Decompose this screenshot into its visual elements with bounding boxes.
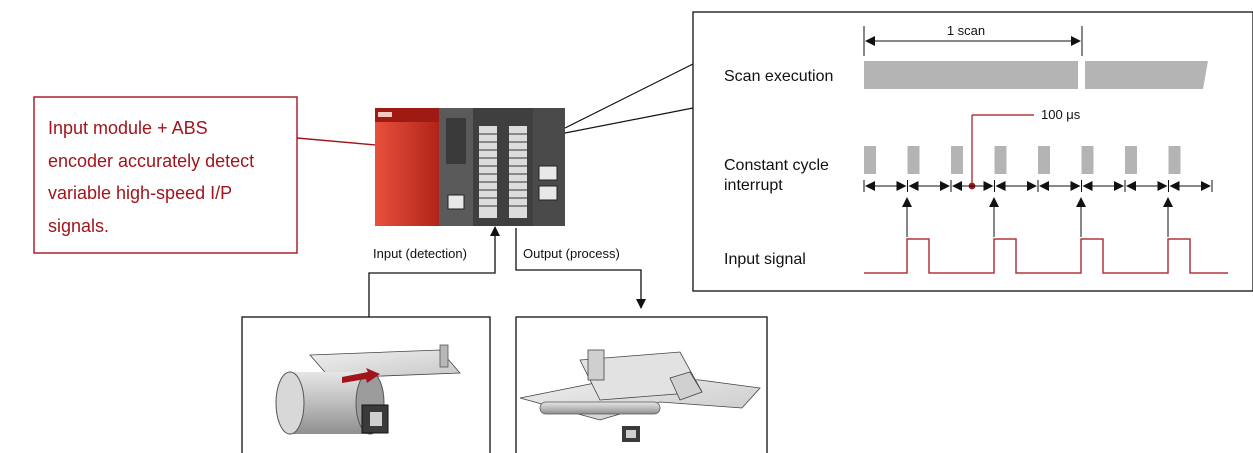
timing-diagram: 1 scan Scan execution 100 μs Constant cy…	[692, 11, 1253, 292]
interrupt-ticks	[863, 180, 1213, 192]
output-process-label: Output (process)	[523, 246, 620, 261]
scan-dimension	[863, 26, 1083, 56]
timing-panel	[692, 11, 1253, 292]
callout-line-1: Input module + ABS	[48, 118, 208, 138]
interrupt-pulses	[864, 146, 1181, 174]
detection-arrows	[902, 197, 1173, 237]
interrupt-pulse	[864, 146, 876, 174]
interrupt-pulse	[1168, 146, 1181, 174]
interrupt-pulse	[1081, 146, 1094, 174]
scan-label: 1 scan	[947, 23, 985, 38]
interrupt-pulse	[994, 146, 1007, 174]
roll-feeder-icon	[241, 316, 491, 453]
interrupt-pulse	[1125, 146, 1137, 174]
callout: Input module + ABS encoder accurately de…	[33, 96, 445, 254]
callout-line-3: variable high-speed I/P	[48, 183, 232, 203]
plc-module-icon	[375, 108, 565, 226]
interrupt-pulse	[907, 146, 920, 174]
input-detection-label: Input (detection)	[373, 246, 467, 261]
input-signal-label: Input signal	[724, 251, 806, 268]
scan-bar-2	[1085, 61, 1208, 89]
input-signal-line	[864, 238, 1228, 274]
callout-line-4: signals.	[48, 216, 109, 236]
callout-line-2: encoder accurately detect	[48, 151, 254, 171]
interrupt-pulse	[1038, 146, 1050, 174]
scan-bar-1	[864, 61, 1078, 89]
interrupt-label-2: interrupt	[724, 177, 783, 194]
output-path	[515, 228, 646, 309]
input-path	[368, 226, 500, 317]
callout-box	[33, 96, 298, 254]
zoom-lines	[564, 63, 694, 134]
interrupt-pulse	[951, 146, 963, 174]
input-signal-waveform	[864, 238, 1228, 274]
web-process-icon	[515, 316, 768, 453]
interval-label: 100 μs	[1041, 107, 1081, 122]
scan-execution-label: Scan execution	[724, 68, 833, 85]
interrupt-label-1: Constant cycle	[724, 157, 829, 174]
